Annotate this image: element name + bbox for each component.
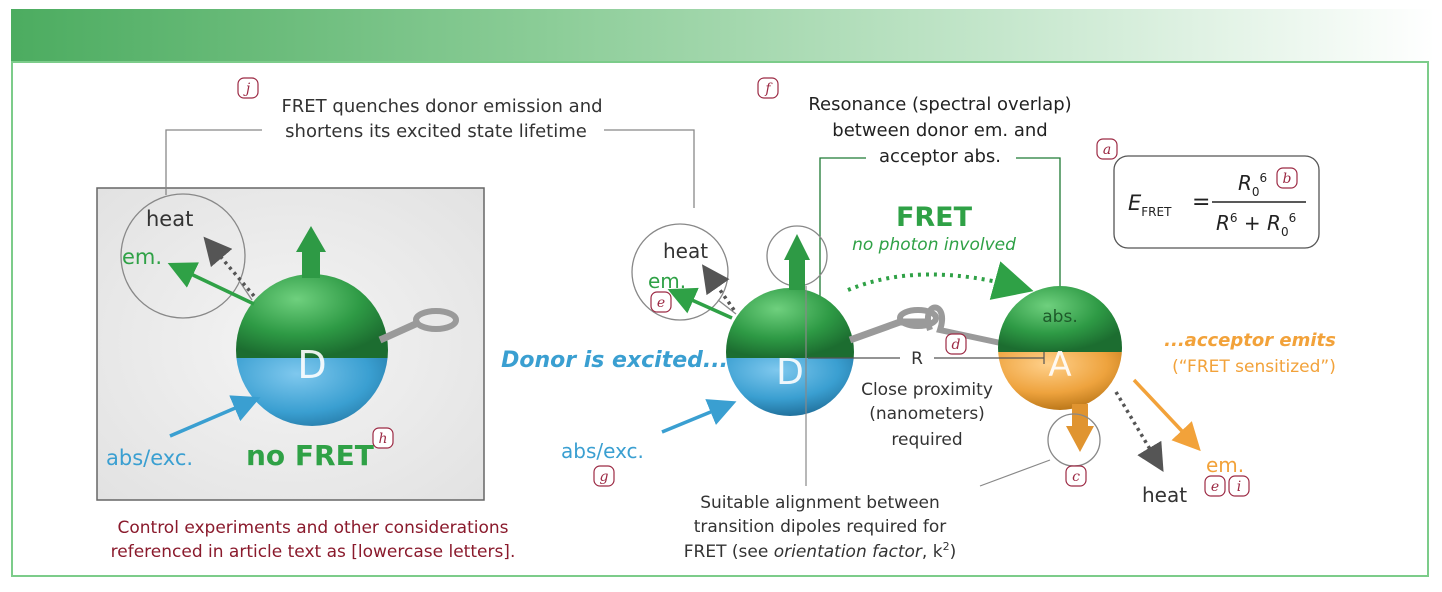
svg-text:i: i [1237, 479, 1241, 495]
emission-zoom-circle [120, 193, 246, 319]
svg-text:e: e [1211, 479, 1219, 495]
ref-b: b [1276, 167, 1298, 189]
ref-g: g [593, 465, 615, 487]
alignment-line2: transition dipoles required for [694, 517, 947, 537]
ref-h: h [372, 427, 394, 449]
ref-d: d [945, 333, 967, 355]
ref-e: e [650, 291, 672, 313]
fret-transfer-arrow [847, 261, 1034, 300]
heat-arrow-acceptor [1114, 391, 1164, 473]
resonance-line3: acceptor abs. [879, 146, 1001, 167]
quench-text-line1: FRET quenches donor emission and [281, 96, 602, 117]
dipole-arrow-left [296, 226, 326, 278]
fret-sensitized-label: (“FRET sensitized”) [1172, 357, 1336, 377]
equation-denominator: R6 + R06 [1216, 211, 1296, 239]
svg-text:f: f [764, 81, 773, 97]
heat-label-right: heat [663, 239, 708, 263]
alignment-line1: Suitable alignment between [700, 493, 940, 513]
equation-equals: = [1192, 190, 1210, 215]
acceptor-dipole-arrow [1066, 404, 1094, 452]
svg-text:j: j [243, 81, 251, 97]
svg-text:c: c [1072, 469, 1080, 485]
fret-label: FRET [896, 202, 973, 233]
footnote-line2: referenced in article text as [lowercase… [111, 542, 516, 562]
acceptor-letter: A [1048, 345, 1071, 385]
footnote-line1: Control experiments and other considerat… [117, 518, 508, 538]
quench-callout-line-left [165, 129, 262, 195]
zoom-connector-right [717, 299, 737, 315]
r-label: R [911, 349, 923, 369]
donor-letter-right: D [776, 352, 804, 393]
alignment-line-acceptor [979, 459, 1051, 487]
linker-right [848, 304, 1011, 348]
ref-a: a [1096, 138, 1118, 160]
linker-left [378, 308, 459, 344]
emission-arrow-acceptor [1132, 378, 1201, 452]
svg-text:e: e [657, 295, 665, 311]
ref-e2: e [1204, 475, 1226, 497]
ref-j: j [237, 77, 259, 99]
quench-text-line2: shortens its excited state lifetime [285, 121, 587, 142]
emission-arrow-right [667, 287, 733, 320]
em-label-right: em. [648, 269, 686, 293]
ref-c: c [1065, 465, 1087, 487]
no-fret-label: no FRET [246, 439, 374, 472]
ref-i: i [1228, 475, 1250, 497]
resonance-line2: between donor em. and [832, 120, 1047, 141]
dipole-arrow-right [784, 234, 810, 290]
equation-e: EFRET [1128, 191, 1172, 219]
figure-frame [11, 61, 1429, 577]
absorption-arrow-right [661, 399, 737, 434]
heat-arrow-right [701, 264, 736, 312]
abs-label-right: abs/exc. [561, 439, 644, 463]
equation-numerator: R06 [1238, 171, 1267, 199]
acceptor-emits-label: ...acceptor emits [1164, 330, 1336, 351]
resonance-line1: Resonance (spectral overlap) [808, 94, 1071, 115]
header-band [11, 9, 1435, 61]
donor-letter-left: D [297, 343, 326, 387]
heat-label-left: heat [146, 207, 193, 231]
no-photon-label: no photon involved [852, 235, 1016, 255]
zoom-connector [239, 281, 253, 301]
ref-f: f [757, 77, 779, 99]
proximity-line3: required [891, 430, 962, 450]
heat-arrow-left [203, 236, 256, 298]
proximity-line1: Close proximity [861, 380, 993, 400]
resonance-line-left [819, 157, 866, 300]
svg-text:g: g [600, 469, 609, 485]
alignment-line3: FRET (see orientation factor, k2) [684, 540, 956, 562]
em-label-acceptor: em. [1206, 453, 1244, 477]
heat-label-acceptor: heat [1142, 483, 1187, 507]
abs-label-left: abs/exc. [106, 446, 193, 470]
svg-text:d: d [952, 337, 961, 353]
resonance-line-right [1016, 157, 1061, 300]
proximity-line2: (nanometers) [869, 404, 985, 424]
quench-callout-line-right [604, 129, 695, 208]
acceptor-abs-label: abs. [1042, 307, 1077, 327]
emission-arrow-left [167, 262, 255, 306]
svg-text:h: h [378, 431, 387, 447]
absorption-arrow-left [169, 395, 261, 438]
svg-text:a: a [1103, 142, 1111, 158]
donor-excited-label: Donor is excited... [501, 348, 728, 373]
svg-text:b: b [1283, 171, 1292, 187]
em-label-left: em. [122, 245, 162, 269]
